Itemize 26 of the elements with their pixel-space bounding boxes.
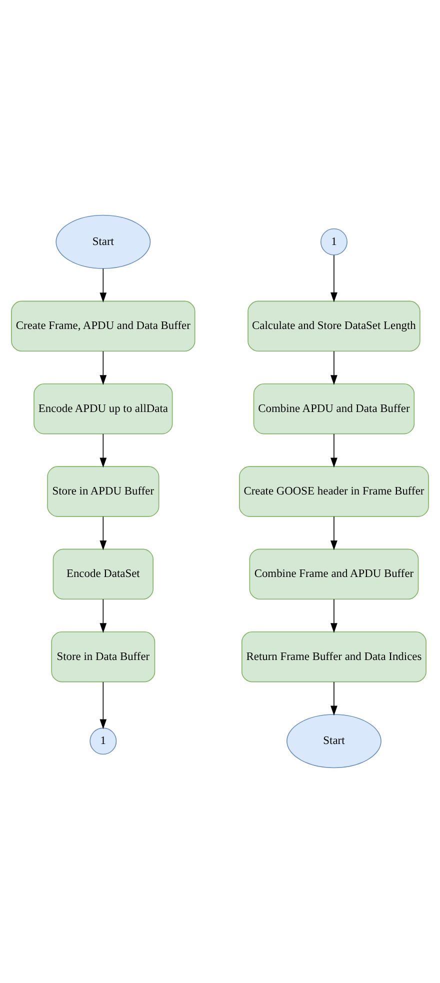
arrow xyxy=(330,350,338,385)
node-box: Encode APDU up to allData xyxy=(34,383,173,434)
node-box: Calculate and Store DataSet Length xyxy=(248,300,420,352)
arrow xyxy=(330,254,338,302)
node-ellipse: Start xyxy=(286,714,382,768)
arrow xyxy=(330,434,338,468)
node-box: Create Frame, APDU and Data Buffer xyxy=(11,300,196,352)
arrow xyxy=(100,350,107,385)
node-box: Return Frame Buffer and Data Indices xyxy=(241,631,426,682)
node-box: Encode DataSet xyxy=(52,548,154,600)
node-circle: 1 xyxy=(90,728,117,755)
node-box: Combine APDU and Data Buffer xyxy=(253,383,415,434)
arrow xyxy=(100,598,107,633)
arrow xyxy=(100,516,107,550)
node-ellipse: Start xyxy=(56,214,151,269)
arrow xyxy=(330,682,338,716)
arrow xyxy=(100,682,107,730)
arrow xyxy=(330,516,338,550)
arrow xyxy=(100,268,107,302)
node-box: Store in Data Buffer xyxy=(51,631,156,682)
node-box: Create GOOSE header in Frame Buffer xyxy=(239,466,429,517)
node-box: Combine Frame and APDU Buffer xyxy=(249,548,419,600)
arrow xyxy=(100,434,107,468)
arrow xyxy=(330,598,338,633)
node-box: Store in APDU Buffer xyxy=(47,466,160,517)
node-circle: 1 xyxy=(320,228,348,256)
